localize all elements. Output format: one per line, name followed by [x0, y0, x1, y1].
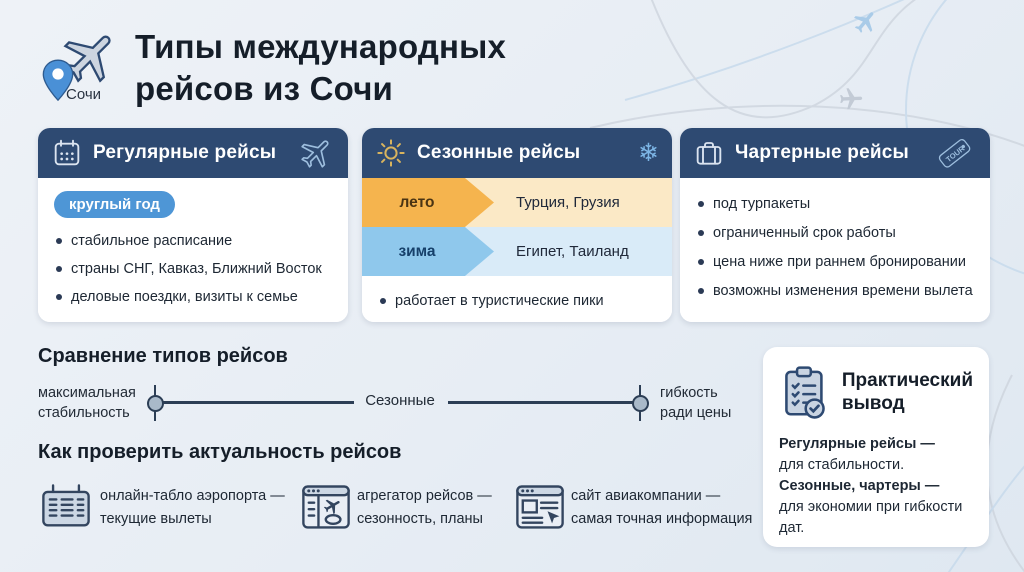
axis-endpoint-left — [147, 395, 164, 412]
list-item: цена ниже при раннем бронировании — [696, 248, 974, 277]
conclusion-card: Практический вывод Регулярные рейсы — дл… — [763, 347, 989, 547]
check-item-airline-site: сайт авиакомпании — самая точная информа… — [571, 488, 753, 527]
header-logo: Сочи — [38, 26, 138, 114]
list-item: возможны изменения времени вылета — [696, 277, 974, 306]
season-row-winter: зима Египет, Таиланд — [362, 227, 672, 276]
checklist-clipboard-icon — [785, 366, 825, 419]
bullet-dot — [56, 238, 62, 244]
regular-bullet-list: стабильное расписание страны СНГ, Кавказ… — [54, 227, 332, 311]
season-row-summer: лето Турция, Грузия — [362, 178, 672, 227]
departure-board-icon — [42, 484, 90, 527]
list-item: ограниченный срок работы — [696, 219, 974, 248]
bullet-dot — [698, 288, 704, 294]
suitcase-icon — [696, 142, 722, 165]
check-heading: Как проверить актуальность рейсов — [38, 441, 402, 463]
card-seasonal-title: Сезонные рейсы — [417, 142, 581, 163]
axis-center-label: Сезонные — [365, 392, 435, 409]
axis-line-left-segment — [163, 401, 354, 404]
snowflake-icon: ❄ — [638, 138, 659, 167]
season-destinations-summer: Турция, Грузия — [516, 194, 620, 211]
conclusion-text: Регулярные рейсы — для стабильности. Сез… — [779, 436, 963, 536]
page-title-line1: Типы международных — [135, 28, 507, 65]
bullet-dot — [56, 294, 62, 300]
conclusion-title: Практический вывод — [841, 370, 973, 414]
list-item: под турпакеты — [696, 190, 974, 219]
airline-website-icon — [516, 485, 564, 529]
card-regular-flights: Регулярные рейсы круглый год стабильное … — [38, 128, 348, 322]
axis-label-stability: максимальная стабильность — [38, 385, 136, 421]
list-item: стабильное расписание — [54, 227, 332, 255]
calendar-icon — [54, 139, 80, 166]
list-item: работает в туристические пики — [378, 287, 656, 315]
tour-tag-icon: TOUR — [938, 139, 971, 168]
card-charter-title: Чартерные рейсы — [735, 142, 909, 163]
card-charter-header: Чартерные рейсы TOUR — [680, 128, 990, 178]
bullet-dot — [56, 266, 62, 272]
check-item-aggregator: агрегатор рейсов — сезонность, планы — [357, 488, 492, 527]
page-title-line2: рейсов из Сочи — [135, 70, 394, 107]
list-item: деловые поездки, визиты к семье — [54, 283, 332, 311]
bullet-dot — [698, 230, 704, 236]
charter-bullet-list: под турпакеты ограниченный срок работы ц… — [696, 190, 974, 306]
card-seasonal-header: Сезонные рейсы ❄ — [362, 128, 672, 178]
year-round-badge: круглый год — [54, 191, 175, 218]
season-label-summer: лето — [362, 178, 494, 227]
axis-endpoint-right — [632, 395, 649, 412]
list-item: страны СНГ, Кавказ, Ближний Восток — [54, 255, 332, 283]
season-destinations-winter: Египет, Таиланд — [516, 243, 629, 260]
card-seasonal-flights: Сезонные рейсы ❄ лето Турция, Грузия зим… — [362, 128, 672, 322]
card-regular-title: Регулярные рейсы — [93, 142, 277, 163]
axis-label-flexibility: гибкость ради цены — [660, 385, 732, 421]
location-pin-icon — [42, 59, 74, 102]
bullet-dot — [380, 298, 386, 304]
seasonal-bullet-list: работает в туристические пики — [378, 287, 656, 315]
sun-icon — [377, 139, 405, 167]
page-title: Типы международных рейсов из Сочи — [135, 26, 506, 110]
flight-aggregator-icon — [302, 485, 350, 529]
card-charter-flights: Чартерные рейсы TOUR под турпакеты огран… — [680, 128, 990, 322]
check-item-online-board: онлайн-табло аэропорта — текущие вылеты — [100, 488, 285, 527]
comparison-heading: Сравнение типов рейсов — [38, 345, 288, 367]
bullet-dot — [698, 201, 704, 207]
card-regular-header: Регулярные рейсы — [38, 128, 348, 178]
axis-line-right-segment — [448, 401, 633, 404]
bullet-dot — [698, 259, 704, 265]
season-label-winter: зима — [362, 227, 494, 276]
location-label: Сочи — [66, 86, 102, 103]
plane-outline-icon — [301, 140, 329, 168]
background-plane-icons — [840, 12, 874, 110]
